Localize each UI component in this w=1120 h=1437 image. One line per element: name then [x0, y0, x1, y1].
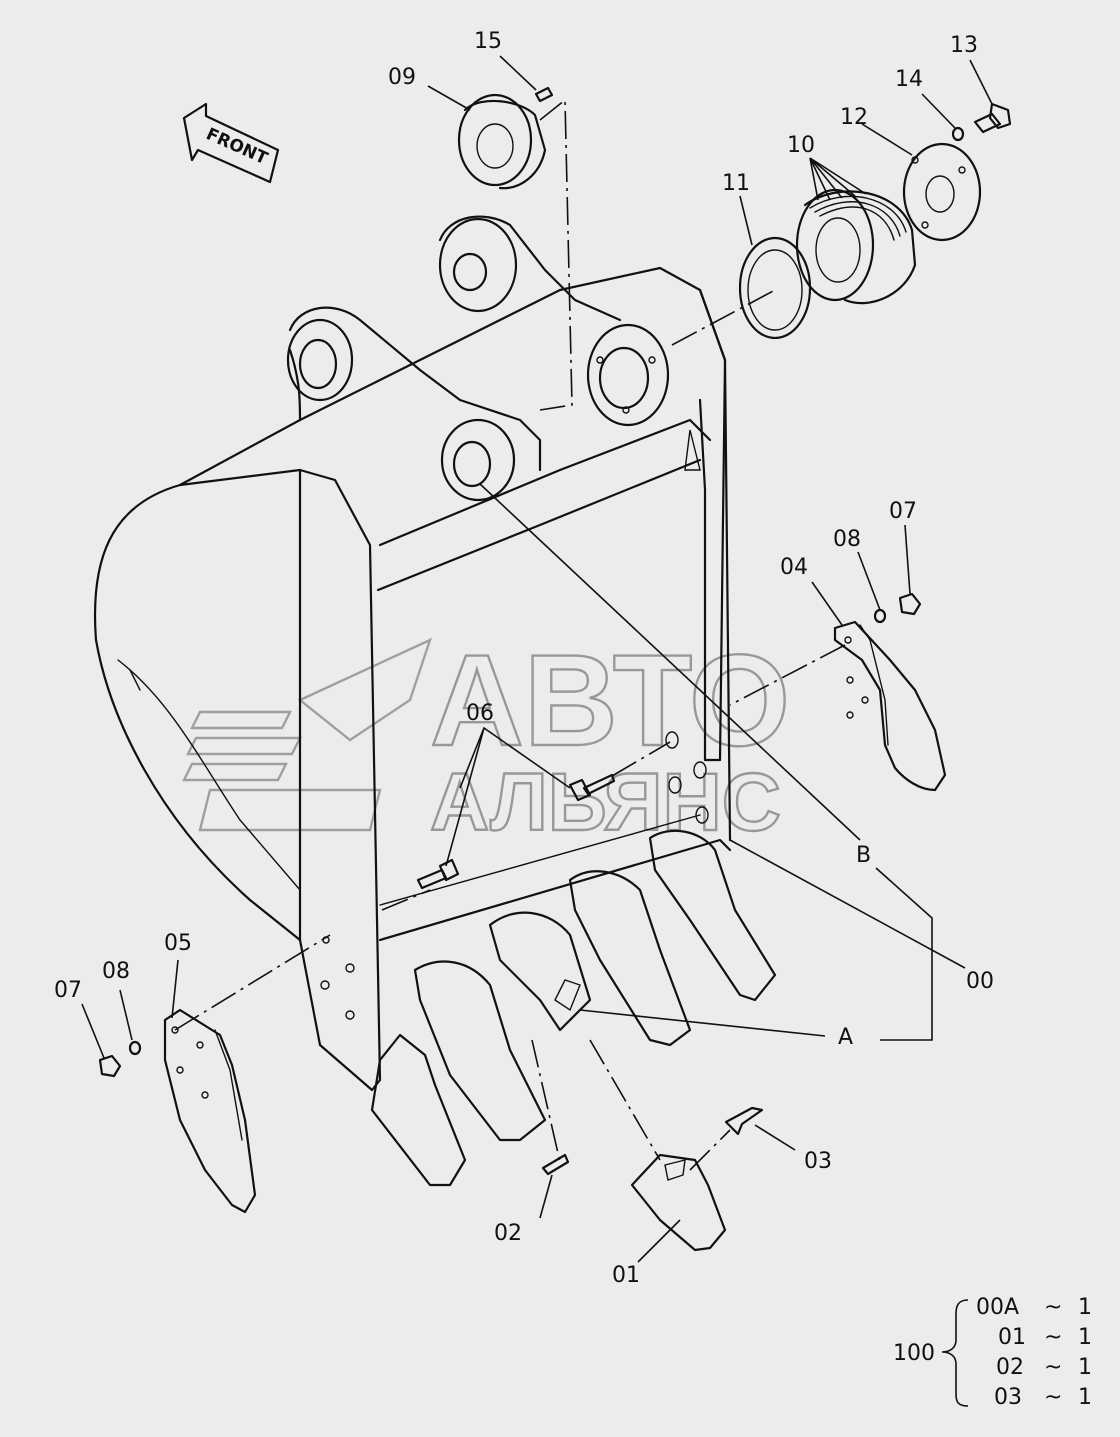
label-08-right: 08 [833, 527, 861, 552]
bucket-body [93, 215, 777, 1187]
label-ref-b: B [856, 843, 871, 868]
label-11: 11 [722, 171, 750, 196]
label-04: 04 [780, 555, 808, 580]
kit-row-4-sep: ~ [1044, 1385, 1062, 1410]
kit-row-1-part: 00A [976, 1295, 1019, 1320]
label-03: 03 [804, 1149, 832, 1174]
kit-row-2-sep: ~ [1044, 1325, 1062, 1350]
kit-row-2-part: 01 [998, 1325, 1026, 1350]
kit-row-4-qty: 1 [1078, 1385, 1092, 1410]
kit-row-3-sep: ~ [1044, 1355, 1062, 1380]
part-labels: 15 09 13 14 12 10 11 07 08 04 06 B 00 A … [54, 29, 994, 1288]
label-15: 15 [474, 29, 502, 54]
kit-table: 100 00A ~ 1 01 ~ 1 02 ~ 1 03 ~ 1 [893, 1295, 1092, 1410]
part-06-bolts [416, 773, 616, 890]
watermark-line2: АЛЬЯНС [430, 757, 781, 848]
part-13-bolt [973, 102, 1012, 134]
part-07-nut-left [98, 1054, 122, 1078]
label-14: 14 [895, 67, 923, 92]
label-13: 13 [950, 33, 978, 58]
label-00: 00 [966, 969, 994, 994]
watermark-line1: АВТО [430, 627, 790, 773]
kit-row-1-sep: ~ [1044, 1295, 1062, 1320]
watermark-logo-icon [182, 637, 433, 832]
part-11-shim [738, 236, 812, 340]
part-12-plate [902, 142, 982, 242]
leader-lines [81, 55, 993, 1263]
kit-row-3-qty: 1 [1078, 1355, 1092, 1380]
label-07-left: 07 [54, 978, 82, 1003]
label-07-right: 07 [889, 499, 917, 524]
label-12: 12 [840, 105, 868, 130]
label-ref-a: A [838, 1025, 853, 1050]
bucket-teeth [370, 829, 777, 1187]
label-06: 06 [466, 701, 494, 726]
kit-row-3-part: 02 [996, 1355, 1024, 1380]
assembly-lines [174, 98, 846, 1171]
part-09-bushing [457, 93, 547, 190]
label-10: 10 [787, 133, 815, 158]
part-02-pin [541, 1153, 570, 1176]
part-10-shims-stack [795, 188, 917, 305]
label-02: 02 [494, 1221, 522, 1246]
label-08-left: 08 [102, 959, 130, 984]
kit-brace-icon [941, 1299, 969, 1407]
part-01-tooth [630, 1153, 727, 1252]
kit-row-2-qty: 1 [1078, 1325, 1092, 1350]
kit-code: 100 [893, 1341, 935, 1366]
watermark: АВТО АЛЬЯНС [182, 626, 791, 849]
part-03-lock [724, 1106, 764, 1136]
label-09: 09 [388, 65, 416, 90]
part-15-pin [534, 86, 554, 103]
part-07-nut-right [898, 592, 922, 616]
part-14-washer [951, 126, 965, 142]
kit-row-4-part: 03 [994, 1385, 1022, 1410]
part-05-side-cutter [163, 1008, 257, 1214]
part-08-washer-left [128, 1040, 142, 1056]
part-04-side-cutter [833, 620, 947, 792]
label-05: 05 [164, 931, 192, 956]
label-01: 01 [612, 1263, 640, 1288]
part-08-washer-right [873, 608, 887, 624]
front-arrow-icon: FRONT [182, 102, 280, 184]
kit-row-1-qty: 1 [1078, 1295, 1092, 1320]
